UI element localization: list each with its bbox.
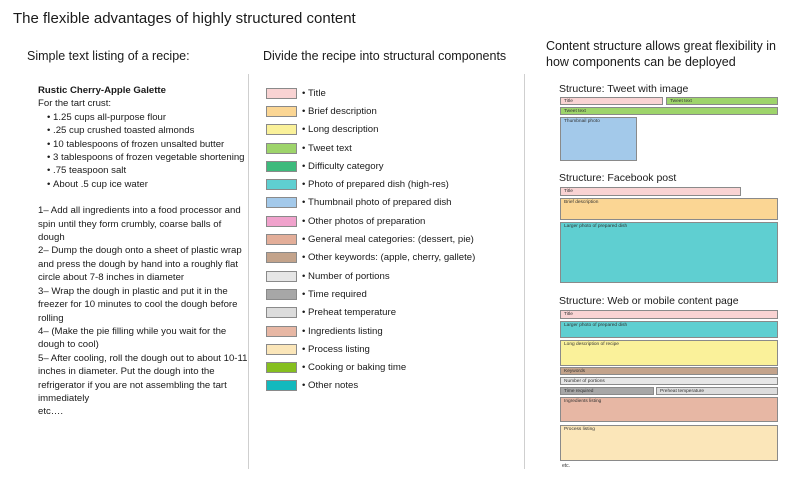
web-photo-block: Larger photo of prepared dish [560,321,778,338]
legend-swatch [266,160,297,172]
step-item: 3– Wrap the dough in plastic and put it … [38,285,238,324]
legend-label: Preheat temperature [302,307,396,318]
legend-swatch [266,307,297,319]
legend-swatch [266,87,297,99]
legend-item: Preheat temperature [266,304,475,322]
legend-swatch [266,270,297,282]
legend-swatch [266,234,297,246]
page-title: The flexible advantages of highly struct… [13,10,356,27]
web-etc-label: etc. [562,463,571,469]
legend-label: Cooking or baking time [302,362,406,373]
legend-item: Other keywords: (apple, cherry, gallete) [266,249,475,267]
ingredient-item: 10 tablespoons of frozen unsalted butter [38,138,248,151]
legend-label: Brief description [302,106,377,117]
component-legend: Title Brief description Long description… [266,84,475,395]
legend-item: Photo of prepared dish (high-res) [266,175,475,193]
tweet-thumbnail-block: Thumbnail photo [560,117,637,161]
legend-item: Title [266,84,475,102]
recipe-title: Rustic Cherry-Apple Galette [38,85,166,96]
legend-swatch [266,362,297,374]
legend-label: Difficulty category [302,161,384,172]
web-process-block: Process listing [560,425,778,461]
tweet-text-block-right: Tweet text [666,97,778,105]
column-heading-components: Divide the recipe into structural compon… [263,49,507,63]
ingredient-item: About .5 cup ice water [38,178,248,191]
legend-label: Photo of prepared dish (high-res) [302,179,449,190]
web-time-block: Time required [560,387,654,395]
legend-item: Tweet text [266,139,475,157]
legend-label: Other photos of preparation [302,216,425,227]
step-list: 1– Add all ingredients into a food proce… [38,204,248,419]
tweet-structure-title: Structure: Tweet with image [559,83,689,95]
legend-swatch [266,215,297,227]
legend-label: Tweet text [302,143,352,154]
legend-item: Long description [266,121,475,139]
web-title-block: Title [560,310,778,319]
legend-swatch [266,252,297,264]
legend-label: Ingredients listing [302,326,383,337]
legend-item: General meal categories: (dessert, pie) [266,230,475,248]
step-item: 1– Add all ingredients into a food proce… [38,205,241,244]
facebook-brief-block: Brief description [560,198,778,220]
legend-label: Long description [302,124,378,135]
legend-swatch [266,179,297,191]
facebook-structure-title: Structure: Facebook post [559,172,677,184]
legend-swatch [266,343,297,355]
legend-swatch [266,288,297,300]
step-item: 4– (Make the pie filling while you wait … [38,325,227,351]
legend-item: Time required [266,285,475,303]
tweet-title-block: Title [560,97,663,105]
legend-swatch [266,142,297,154]
legend-label: Other notes [302,380,358,391]
legend-item: Number of portions [266,267,475,285]
column-heading-text-listing: Simple text listing of a recipe: [27,49,190,63]
legend-label: Process listing [302,344,370,355]
legend-item: Thumbnail photo of prepared dish [266,194,475,212]
legend-item: Process listing [266,340,475,358]
step-item: 5– After cooling, roll the dough out to … [38,352,248,404]
legend-item: Brief description [266,102,475,120]
legend-label: Time required [302,289,367,300]
legend-item: Ingredients listing [266,322,475,340]
legend-label: Title [302,88,326,99]
legend-swatch [266,197,297,209]
tweet-text-block: Tweet text [560,107,778,115]
ingredient-item: .75 teaspoon salt [38,164,248,177]
ingredient-item: 1.25 cups all-purpose flour [38,111,248,124]
web-long-desc-block: Long description of recipe [560,340,778,366]
step-item: 2– Dump the dough onto a sheet of plasti… [38,245,242,284]
recipe-text: Rustic Cherry-Apple Galette For the tart… [38,84,248,419]
web-portions-block: Number of portions [560,377,778,385]
legend-swatch [266,380,297,392]
legend-item: Cooking or baking time [266,358,475,376]
web-preheat-block: Preheat temperature [656,387,778,395]
web-structure-title: Structure: Web or mobile content page [559,295,739,307]
web-ingredients-block: Ingredients listing [560,397,778,422]
legend-label: Number of portions [302,271,390,282]
ingredient-list: 1.25 cups all-purpose flour .25 cup crus… [38,111,248,191]
facebook-photo-block: Larger photo of prepared dish [560,222,778,283]
ingredient-item: 3 tablespoons of frozen vegetable shorte… [38,151,248,164]
web-keywords-block: Keywords [560,367,778,375]
column-heading-structure: Content structure allows great flexibili… [546,39,776,69]
facebook-title-block: Title [560,187,741,196]
legend-swatch [266,124,297,136]
column-divider-right [524,74,525,469]
legend-label: Thumbnail photo of prepared dish [302,197,451,208]
ingredient-item: .25 cup crushed toasted almonds [38,124,248,137]
legend-label: General meal categories: (dessert, pie) [302,234,474,245]
legend-label: Other keywords: (apple, cherry, gallete) [302,252,475,263]
step-item: etc…. [38,406,64,418]
legend-swatch [266,105,297,117]
legend-swatch [266,325,297,337]
column-divider-left [248,74,249,469]
legend-item: Other notes [266,377,475,395]
legend-item: Difficulty category [266,157,475,175]
crust-intro: For the tart crust: [38,98,112,110]
legend-item: Other photos of preparation [266,212,475,230]
